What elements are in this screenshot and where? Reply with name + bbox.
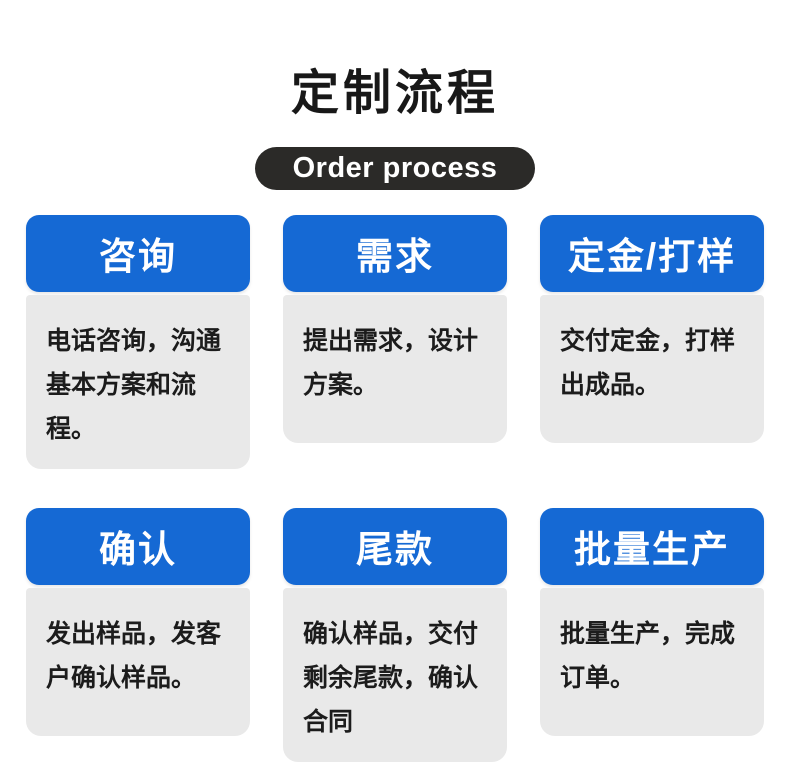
- process-card: 确认 发出样品，发客户确认样品。: [26, 507, 250, 762]
- card-description: 发出样品，发客户确认样品。: [46, 619, 222, 692]
- card-body: 确认样品，交付剩余尾款，确认合同: [283, 587, 507, 762]
- card-body: 提出需求，设计方案。: [283, 294, 507, 443]
- subtitle-pill: Order process: [254, 146, 536, 190]
- card-body: 电话咨询，沟通基本方案和流程。: [26, 294, 250, 469]
- card-header: 批量生产: [540, 507, 764, 585]
- card-header: 定金/打样: [540, 214, 764, 292]
- process-cards-grid: 咨询 电话咨询，沟通基本方案和流程。 需求 提出需求，设计方案。 定金/打样 交…: [26, 214, 764, 762]
- card-title: 尾款: [356, 529, 434, 571]
- card-description: 提出需求，设计方案。: [303, 326, 479, 399]
- card-title: 确认: [99, 529, 177, 571]
- card-header: 咨询: [26, 214, 250, 292]
- process-card: 咨询 电话咨询，沟通基本方案和流程。: [26, 214, 250, 469]
- card-body: 交付定金，打样出成品。: [540, 294, 764, 443]
- card-title: 咨询: [99, 236, 177, 278]
- card-header: 尾款: [283, 507, 507, 585]
- hero-section: 定制流程 Order process: [0, 0, 790, 190]
- process-card: 定金/打样 交付定金，打样出成品。: [540, 214, 764, 469]
- process-card: 需求 提出需求，设计方案。: [283, 214, 507, 469]
- card-body: 批量生产，完成订单。: [540, 587, 764, 736]
- card-title: 定金/打样: [567, 236, 737, 278]
- card-description: 电话咨询，沟通基本方案和流程。: [46, 326, 222, 443]
- card-body: 发出样品，发客户确认样品。: [26, 587, 250, 736]
- card-header: 需求: [283, 214, 507, 292]
- process-card: 尾款 确认样品，交付剩余尾款，确认合同: [283, 507, 507, 762]
- card-header: 确认: [26, 507, 250, 585]
- process-card: 批量生产 批量生产，完成订单。: [540, 507, 764, 762]
- card-description: 批量生产，完成订单。: [560, 619, 736, 692]
- page-title: 定制流程: [290, 67, 499, 120]
- card-description: 确认样品，交付剩余尾款，确认合同: [303, 619, 479, 736]
- card-title: 批量生产: [574, 529, 730, 571]
- card-description: 交付定金，打样出成品。: [560, 326, 736, 399]
- card-title: 需求: [356, 236, 434, 278]
